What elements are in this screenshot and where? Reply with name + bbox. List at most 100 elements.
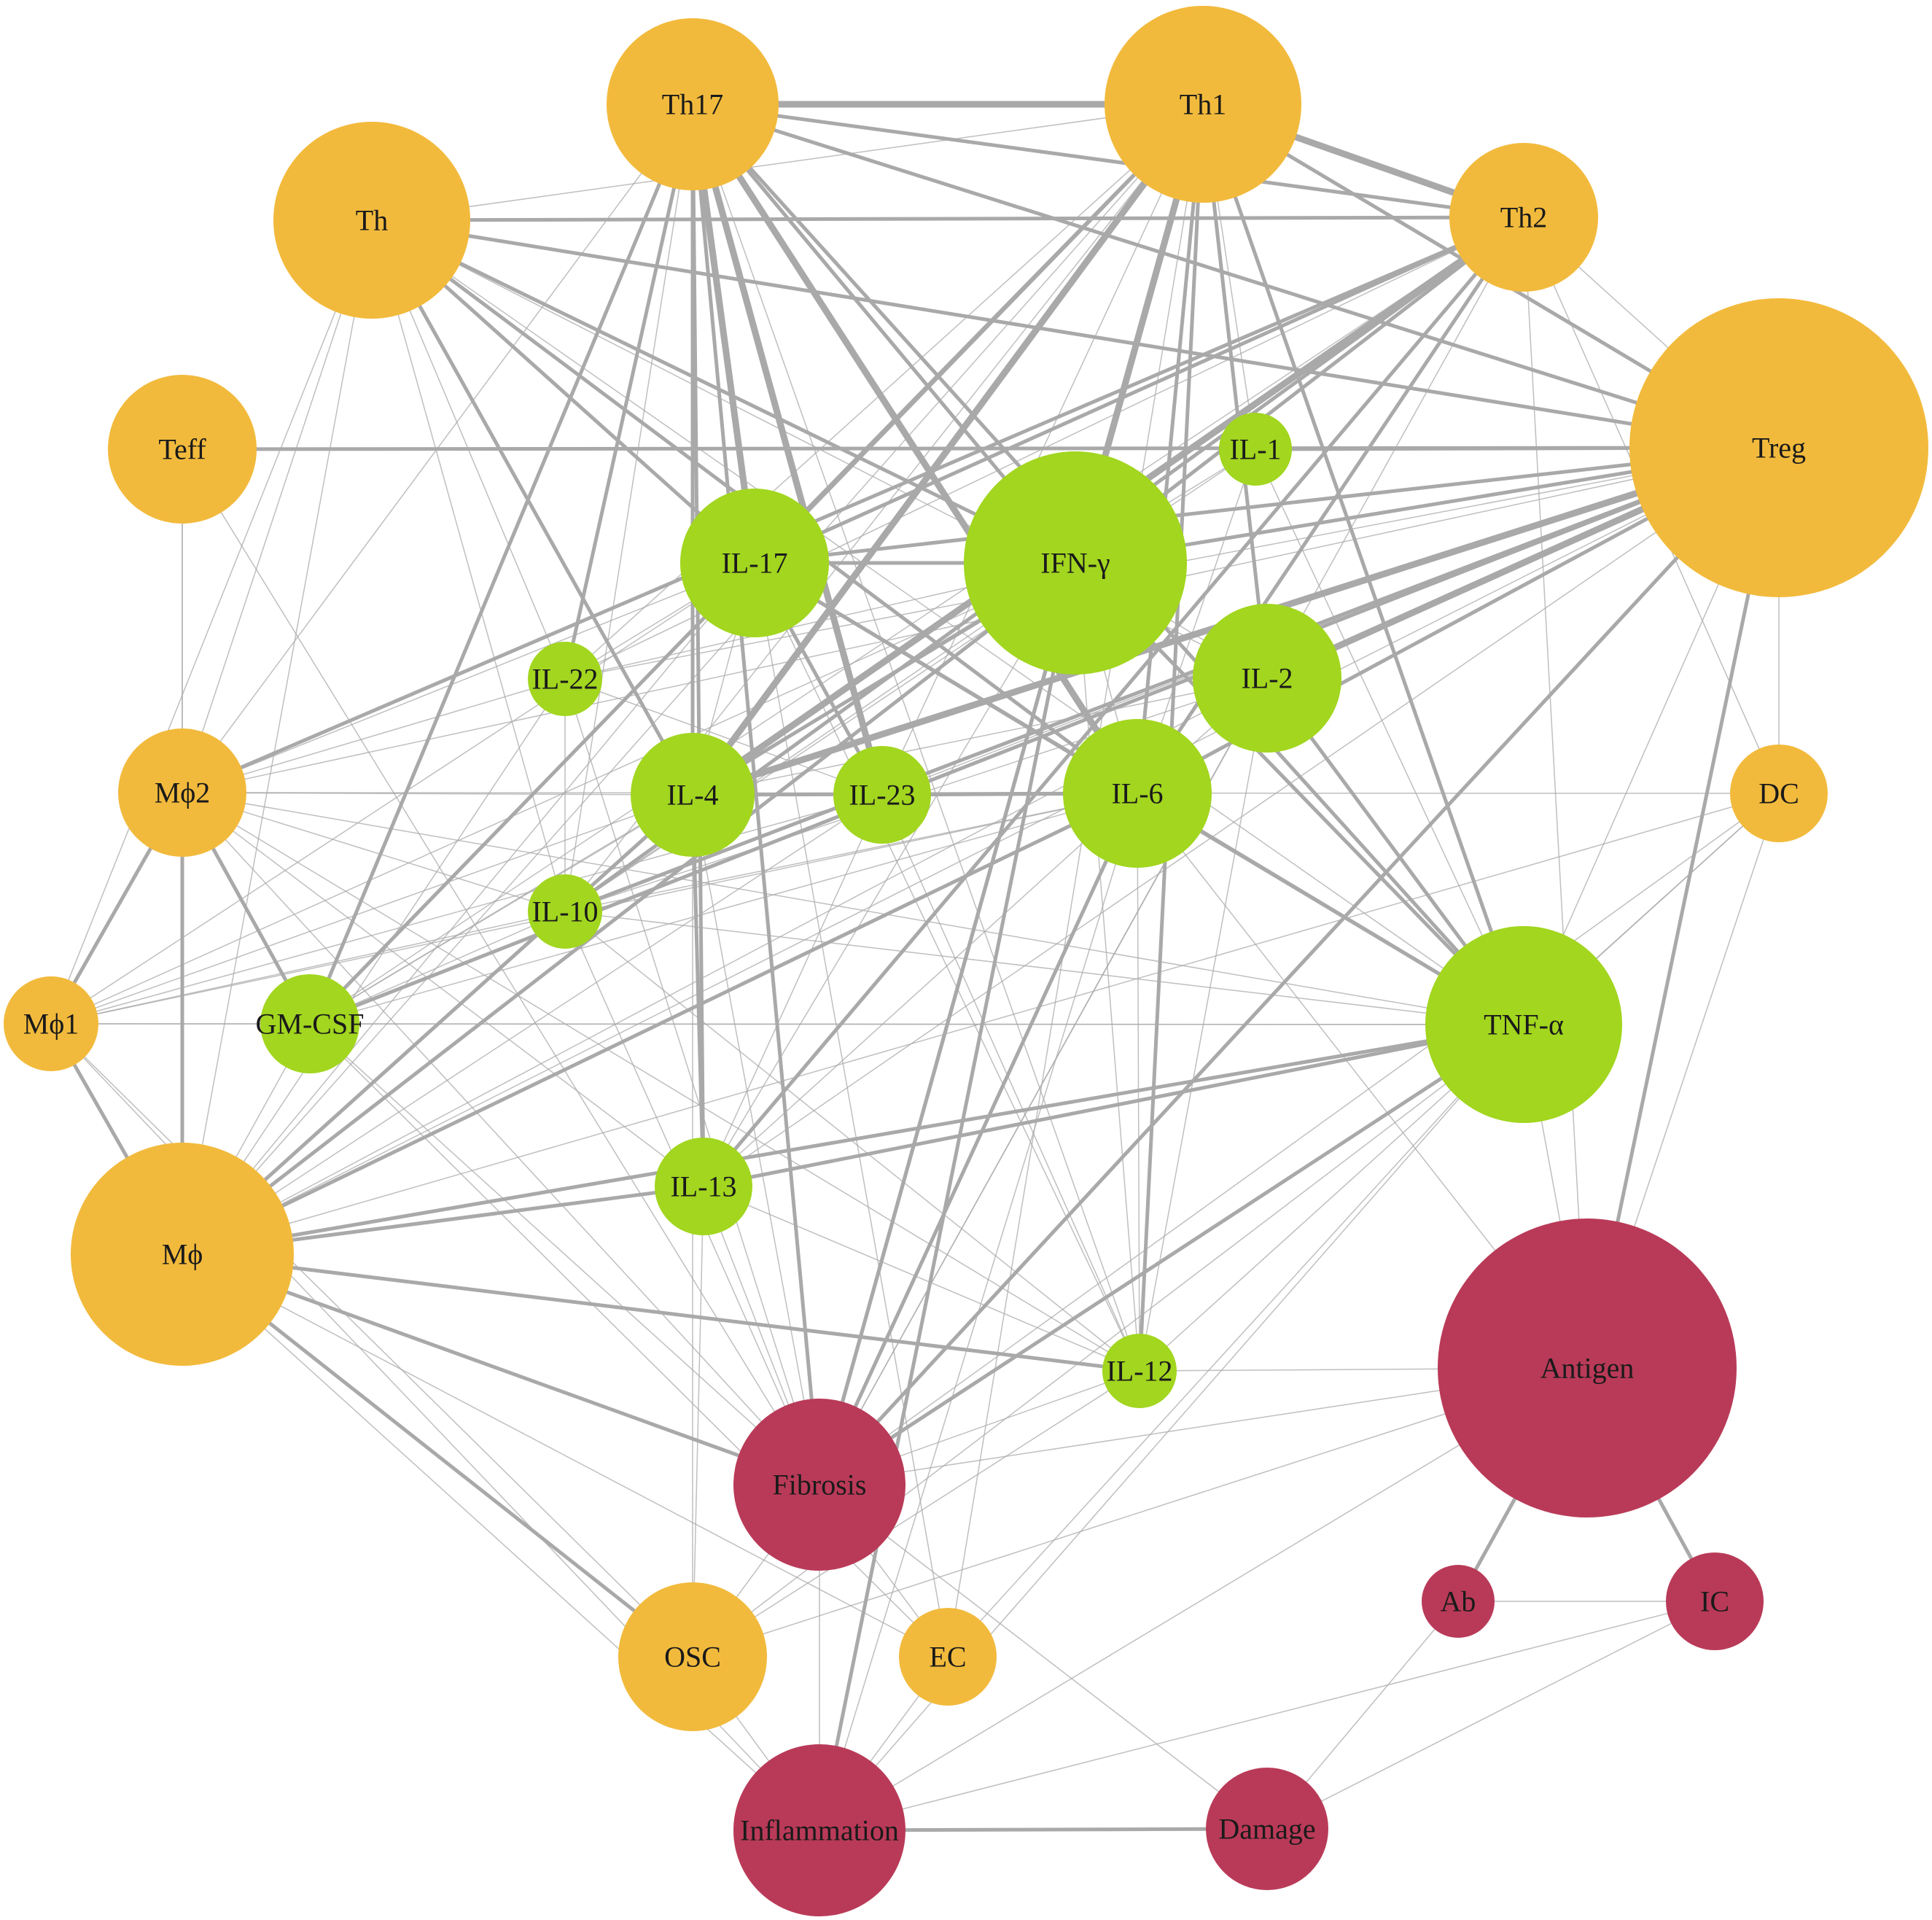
node-il13[interactable]: IL-13 [655,1138,752,1235]
node-label: Treg [1752,432,1806,465]
node-label: Th17 [662,88,723,121]
edge-Mphi-Fibrosis [180,1252,822,1487]
edge-IL6-Mphi [180,791,1140,1256]
node-circle [1438,1219,1737,1517]
edge-Mphi2-IL12 [182,792,1140,1372]
edge-Th17-IL10 [564,104,693,912]
node-th2[interactable]: Th2 [1449,143,1598,292]
edge-IL13-IL12 [703,1186,1140,1372]
node-circle [260,974,359,1073]
edge-TNFa-Mphi2 [182,792,1524,1025]
edge-Th-Mphi2 [182,219,373,793]
node-circle [964,451,1187,675]
edge-IL4-GMCSF [309,794,693,1025]
node-il4[interactable]: IL-4 [631,733,755,857]
node-antigen[interactable]: Antigen [1438,1219,1737,1517]
edge-Th1-IL4 [689,101,1207,798]
node-il12[interactable]: IL-12 [1102,1334,1177,1408]
edge-IC-Inflammation [819,1601,1715,1831]
node-il22[interactable]: IL-22 [528,642,602,716]
node-label: DC [1758,777,1799,810]
node-circle [528,642,602,716]
node-circle [618,1582,767,1731]
node-circle [1425,926,1622,1123]
edge-IL4-Mphi [180,793,695,1256]
edge-IL6-IL13 [703,793,1138,1187]
node-ec[interactable]: EC [899,1608,997,1706]
node-osc[interactable]: OSC [618,1582,767,1731]
edge-DC-Fibrosis [819,793,1780,1485]
edge-Th1-TNFa [1201,102,1526,1027]
edge-Th2-GMCSF [309,217,1524,1025]
edge-TNFa-IL10 [564,911,1524,1025]
edge-Damage-Fibrosis [819,1484,1268,1830]
node-circle [1206,1768,1328,1890]
node-label: IL-10 [531,895,598,928]
node-label: Mϕ [162,1238,203,1271]
edge-Th17-IL22 [563,102,695,681]
node-th[interactable]: Th [273,122,470,319]
edge-Th-Treg [370,218,1781,450]
edge-IL13-Mphi2 [182,792,704,1187]
node-inflammation[interactable]: Inflammation [733,1744,905,1916]
node-gmcsf[interactable]: GM-CSF [256,974,365,1073]
edge-Th-IFNg [370,218,1078,565]
node-il10[interactable]: IL-10 [528,874,602,949]
edge-Mphi-Inflammation [182,1254,820,1831]
edge-Th1-Th [371,104,1204,221]
node-th17[interactable]: Th17 [607,18,779,190]
edge-IL23-IL12 [881,794,1140,1372]
node-circle [1193,604,1341,753]
node-circle [1219,413,1292,486]
node-circle [607,18,779,190]
node-il17[interactable]: IL-17 [680,489,829,637]
node-label: IFN-γ [1040,547,1110,580]
node-fibrosis[interactable]: Fibrosis [733,1399,905,1571]
node-il2[interactable]: IL-2 [1193,604,1341,753]
edge-Th2-Mphi2 [180,215,1526,795]
edge-Th-TNFa [371,219,1524,1025]
node-damage[interactable]: Damage [1206,1768,1328,1890]
edge-Th17-IL13 [690,102,706,1189]
node-label: EC [929,1641,966,1674]
node-mphi2[interactable]: Mϕ2 [118,728,246,857]
edge-IFNg-Inflammation [817,561,1078,1832]
node-circle [899,1608,997,1706]
node-ab[interactable]: Ab [1422,1565,1495,1638]
edge-GMCSF-Fibrosis [309,1023,820,1485]
edge-Mphi2-Fibrosis [182,792,820,1485]
edge-Mphi1-IL4 [50,794,693,1025]
node-tnfa[interactable]: TNF-α [1425,926,1622,1123]
edge-TNFa-Mphi [180,1022,1526,1256]
node-mphi[interactable]: Mϕ [71,1143,294,1366]
node-label: IL-4 [666,779,718,812]
edge-Antigen-OSC [692,1367,1588,1657]
node-treg[interactable]: Treg [1629,298,1928,597]
node-mphi1[interactable]: Mϕ1 [4,976,98,1071]
edge-TNFa-EC [947,1024,1524,1657]
node-th1[interactable]: Th1 [1105,6,1301,203]
node-il1[interactable]: IL-1 [1219,413,1292,486]
node-label: Antigen [1540,1352,1635,1385]
edge-IL6-IL12 [1137,793,1140,1372]
node-label: Th2 [1500,201,1547,234]
node-circle [1422,1565,1495,1638]
edge-Treg-Antigen [1585,446,1781,1370]
node-ic[interactable]: IC [1666,1552,1764,1650]
node-label: IL-1 [1229,433,1281,466]
edge-Mphi1-OSC [50,1023,693,1657]
node-dc[interactable]: DC [1730,745,1828,842]
node-il6[interactable]: IL-6 [1063,719,1212,868]
edge-TNFa-IL13 [701,1022,1526,1189]
edge-IL23-IL13 [703,794,883,1187]
edge-Th17-GMCSF [308,102,695,1026]
node-circle [528,874,602,949]
edge-Mphi1-IL23 [50,794,883,1025]
node-teff[interactable]: Teff [108,375,257,524]
edge-Th-IL4 [370,218,695,797]
node-ifng[interactable]: IFN-γ [964,451,1187,675]
node-label: Teff [158,433,206,466]
node-il23[interactable]: IL-23 [833,746,931,844]
